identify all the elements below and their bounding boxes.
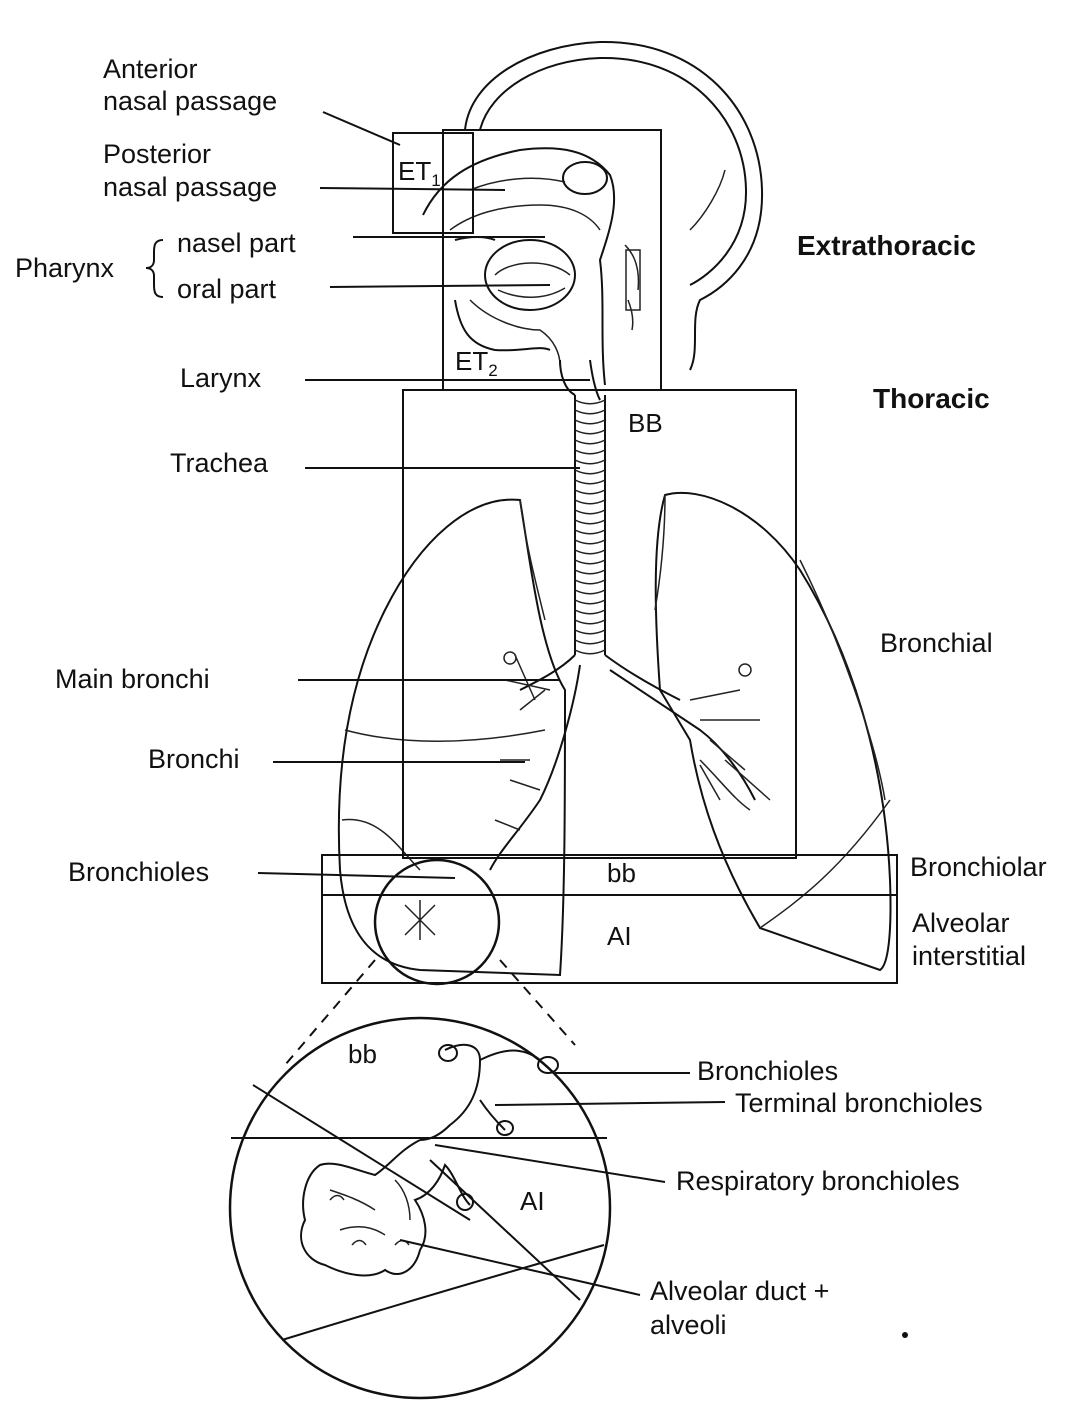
- label-alveolar-2: interstitial: [912, 941, 1026, 971]
- zone-bb-lower: bb: [607, 858, 636, 888]
- zone-et2: ET2: [455, 346, 498, 380]
- trachea-ring: [575, 400, 605, 404]
- trachea-ring: [575, 500, 605, 504]
- inset-magnification: [230, 1018, 610, 1398]
- label-main-bronchi: Main bronchi: [55, 664, 210, 694]
- label-oral-part: oral part: [177, 274, 277, 304]
- stray-mark: [902, 1332, 908, 1338]
- trachea-ring: [575, 520, 605, 524]
- inset-labels: bb AI Bronchioles Terminal bronchioles R…: [348, 1039, 983, 1340]
- region-labels: Extrathoracic Thoracic Bronchial Bronchi…: [797, 230, 1047, 971]
- inset-zone-bb: bb: [348, 1039, 377, 1069]
- leader-lines: [258, 112, 725, 1295]
- inset-label-bronchioles: Bronchioles: [697, 1056, 838, 1086]
- trachea-ring: [575, 460, 605, 464]
- trachea-ring: [575, 640, 605, 644]
- anatomy-labels: Anterior nasal passage Posterior nasal p…: [15, 54, 296, 887]
- zone-ai: AI: [607, 921, 632, 951]
- magnified-region-circle: [375, 860, 499, 984]
- label-anterior-nasal-1: Anterior: [103, 54, 198, 84]
- label-trachea: Trachea: [170, 448, 269, 478]
- label-bronchi: Bronchi: [148, 744, 240, 774]
- label-pharynx: Pharynx: [15, 253, 115, 283]
- trachea-ring: [575, 530, 605, 534]
- inset-label-terminal: Terminal bronchioles: [735, 1088, 983, 1118]
- trachea-ring: [575, 620, 605, 624]
- inset-zone-ai: AI: [520, 1186, 545, 1216]
- inset-label-alveolar-1: Alveolar duct +: [650, 1276, 829, 1306]
- label-alveolar-1: Alveolar: [912, 908, 1010, 938]
- label-nasal-part: nasel part: [177, 228, 296, 258]
- trachea-ring: [575, 550, 605, 554]
- trachea-ring: [575, 590, 605, 594]
- zone-et1: ET1: [398, 156, 441, 190]
- trachea-ring: [575, 430, 605, 434]
- trachea-ring: [575, 570, 605, 574]
- trachea: [575, 395, 605, 655]
- label-extrathoracic: Extrathoracic: [797, 230, 976, 261]
- inset-label-alveolar-2: alveoli: [650, 1310, 727, 1340]
- label-bronchiolar: Bronchiolar: [910, 852, 1047, 882]
- trachea-ring: [575, 470, 605, 474]
- trachea-ring: [575, 540, 605, 544]
- inset-label-respiratory: Respiratory bronchioles: [676, 1166, 960, 1196]
- zone-bb-upper: BB: [628, 408, 663, 438]
- trachea-ring: [575, 420, 605, 424]
- pharynx-brace: [146, 240, 163, 297]
- trachea-ring: [575, 650, 605, 654]
- trachea-ring: [575, 480, 605, 484]
- trachea-ring: [575, 490, 605, 494]
- trachea-ring: [575, 440, 605, 444]
- label-anterior-nasal-2: nasal passage: [103, 86, 277, 116]
- bronchial-box: [403, 390, 796, 858]
- trachea-ring: [575, 600, 605, 604]
- label-larynx: Larynx: [180, 363, 262, 393]
- trachea-ring: [575, 510, 605, 514]
- zone-labels: ET1 ET2 BB bb AI: [398, 156, 663, 951]
- label-posterior-nasal-1: Posterior: [103, 139, 211, 169]
- label-bronchial: Bronchial: [880, 628, 993, 658]
- trachea-ring: [575, 630, 605, 634]
- trachea-ring: [575, 610, 605, 614]
- trachea-ring: [575, 560, 605, 564]
- lungs: [339, 493, 891, 975]
- trachea-ring: [575, 450, 605, 454]
- label-thoracic: Thoracic: [873, 383, 990, 414]
- label-bronchioles: Bronchioles: [68, 857, 209, 887]
- label-posterior-nasal-2: nasal passage: [103, 172, 277, 202]
- trachea-ring: [575, 580, 605, 584]
- trachea-ring: [575, 410, 605, 414]
